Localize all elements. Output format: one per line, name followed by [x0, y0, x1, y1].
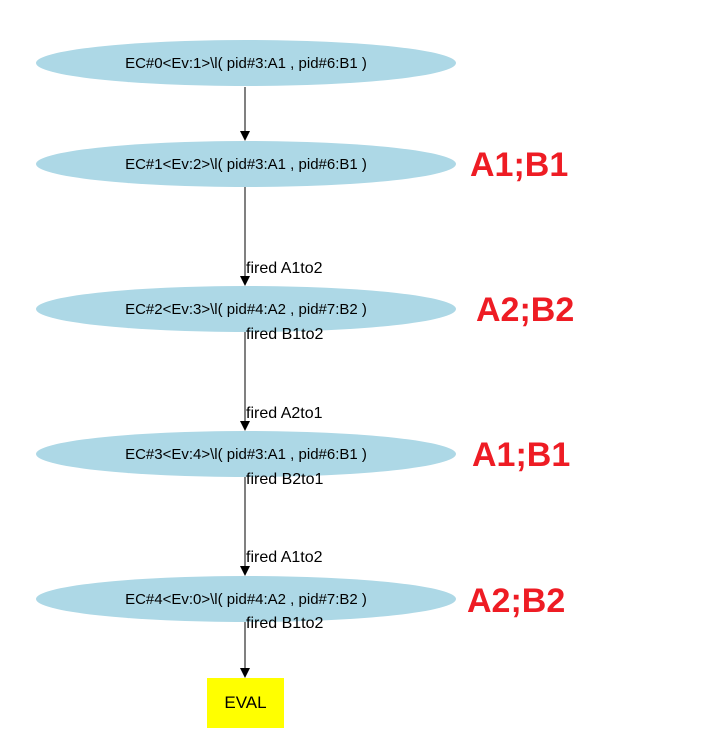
node-ec4: EC#4<Ev:0>\l( pid#4:A2 , pid#7:B2 ) [36, 576, 456, 622]
eval-node: EVAL [207, 678, 284, 728]
edge-label-line: fired A2to1 [246, 405, 323, 422]
node-ec0: EC#0<Ev:1>\l( pid#3:A1 , pid#6:B1 ) [36, 40, 456, 86]
edge-label-ec3-ec4: fired A1to2 fired B1to2 [246, 503, 323, 657]
edge-label-line: fired A1to2 [246, 260, 323, 277]
edge-label-ec1-ec2: fired A1to2 fired B1to2 [246, 214, 323, 368]
annotation-ec1: A1;B1 [470, 146, 569, 184]
annotation-ec3: A1;B1 [472, 436, 571, 474]
annotation-ec2: A2;B2 [476, 291, 575, 329]
edge-label-line: fired B1to2 [246, 615, 324, 632]
edge-label-line: fired A1to2 [246, 549, 323, 566]
node-ec1: EC#1<Ev:2>\l( pid#3:A1 , pid#6:B1 ) [36, 141, 456, 187]
edge-label-line: fired B1to2 [246, 326, 324, 343]
node-ec3: EC#3<Ev:4>\l( pid#3:A1 , pid#6:B1 ) [36, 431, 456, 477]
annotation-ec4: A2;B2 [467, 582, 566, 620]
edge-label-ec2-ec3: fired A2to1 fired B2to1 [246, 359, 323, 513]
edge-label-line: fired B2to1 [246, 471, 324, 488]
node-ec2: EC#2<Ev:3>\l( pid#4:A2 , pid#7:B2 ) [36, 286, 456, 332]
